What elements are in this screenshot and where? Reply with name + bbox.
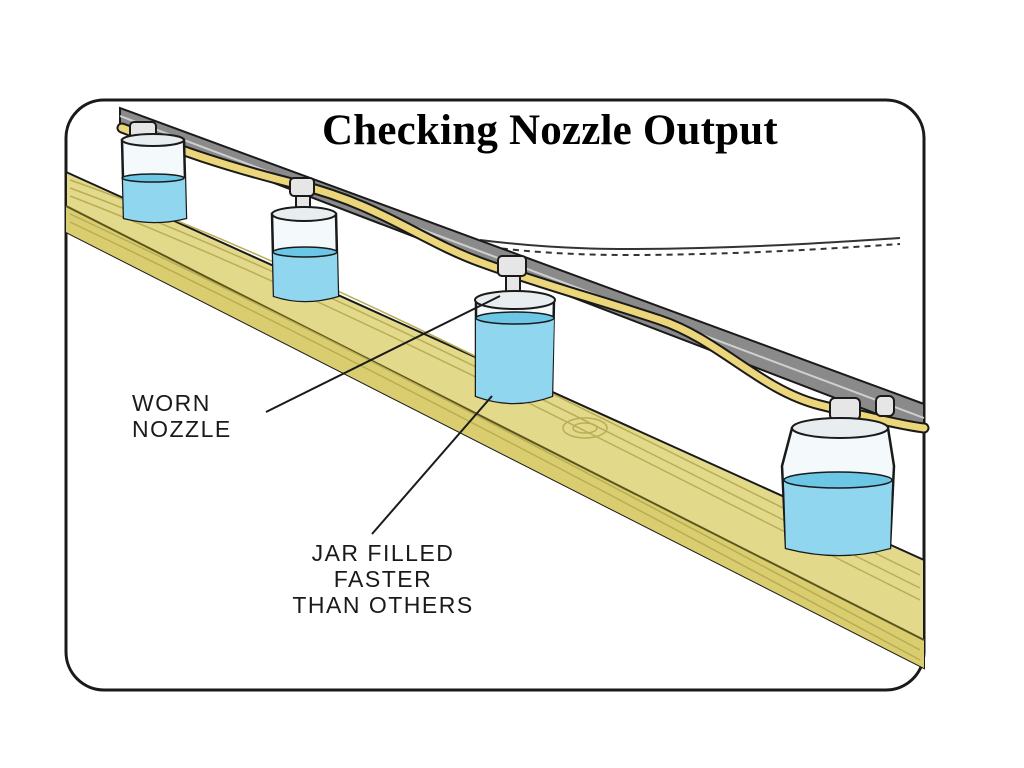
worn-nozzle-pointer bbox=[265, 295, 501, 413]
jar-filled-pointer bbox=[371, 395, 493, 535]
jar-filled-label: JAR FILLED FASTER THAN OTHERS bbox=[252, 540, 514, 618]
worn-nozzle-label-line-1: WORN bbox=[132, 390, 211, 416]
jar-filled-label-line-2: FASTER bbox=[333, 566, 433, 592]
chain bbox=[479, 237, 901, 257]
jar-3-overfilled bbox=[474, 290, 556, 405]
worn-nozzle-label-line-2: NOZZLE bbox=[132, 416, 232, 442]
worn-nozzle-label: WORN NOZZLE bbox=[132, 390, 232, 442]
jar-filled-label-line-3: THAN OTHERS bbox=[292, 592, 474, 618]
jar-2 bbox=[270, 206, 340, 303]
jar-1 bbox=[120, 133, 188, 224]
jar-filled-label-line-1: JAR FILLED bbox=[311, 540, 455, 566]
jar-4 bbox=[780, 417, 896, 557]
diagram-title: Checking Nozzle Output bbox=[322, 107, 778, 154]
